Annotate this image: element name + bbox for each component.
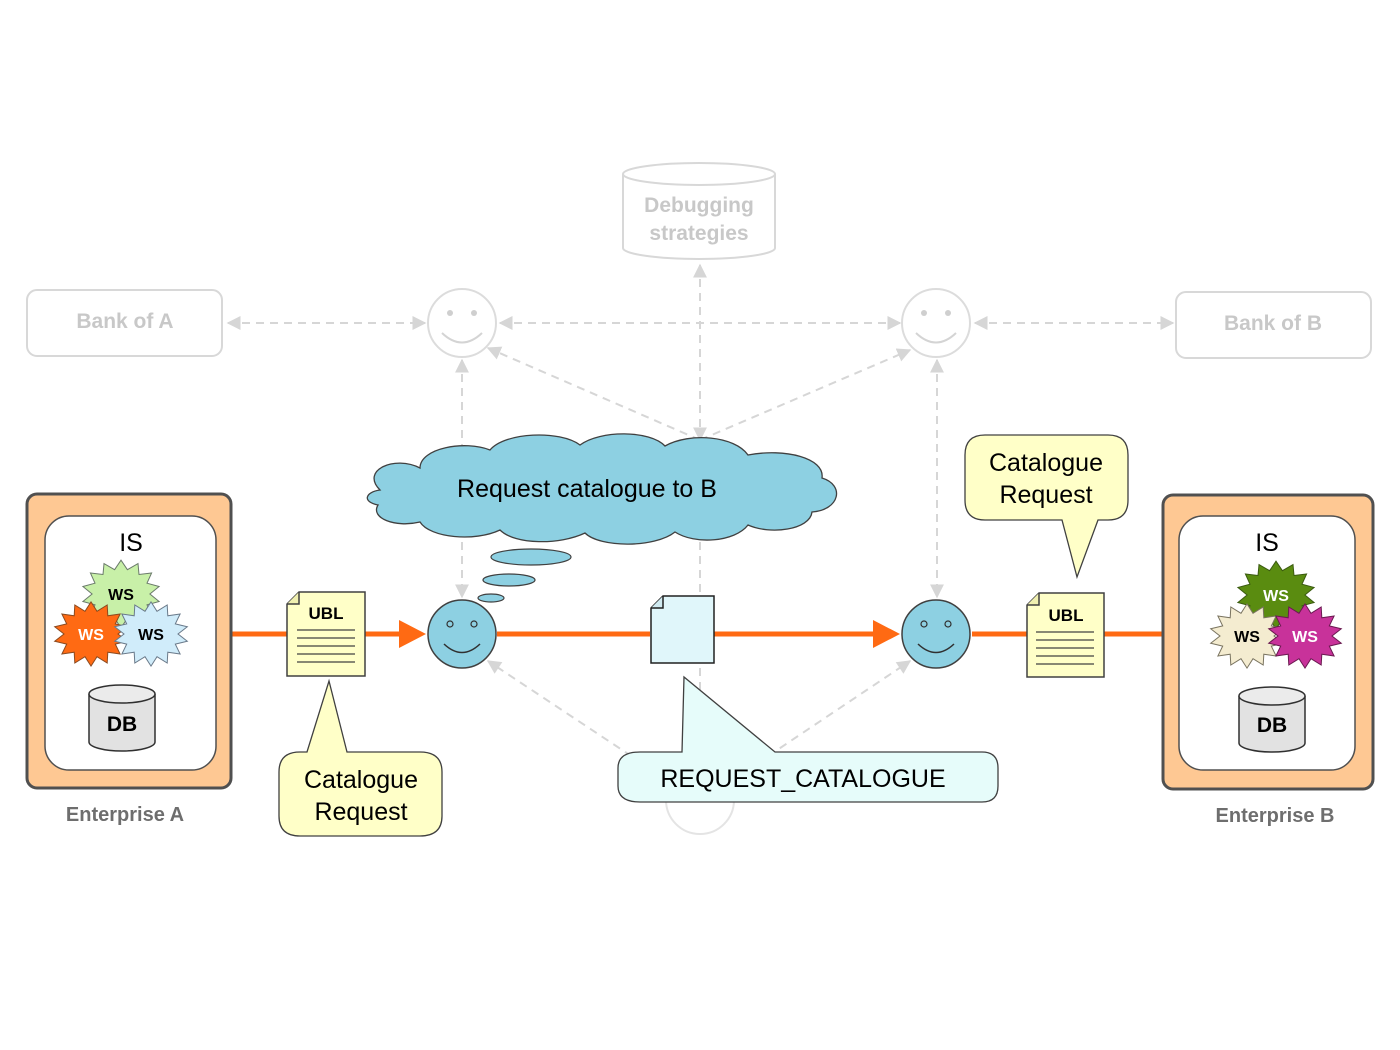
faded-agent-a bbox=[427, 288, 497, 358]
enterprise-a-ws-label-1: WS bbox=[108, 587, 134, 604]
bank-a-box: Bank of A bbox=[26, 289, 223, 357]
enterprise-a-is-label: IS bbox=[119, 529, 143, 557]
enterprise-b-db-label: DB bbox=[1257, 714, 1287, 737]
thought-cloud: Request catalogue to B bbox=[366, 433, 838, 603]
ubl-document-right: UBL bbox=[1026, 592, 1105, 678]
message-callout-text: REQUEST_CATALOGUE bbox=[660, 765, 945, 793]
callout-left-line1: Catalogue bbox=[304, 766, 418, 794]
thought-cloud-text: Request catalogue to B bbox=[457, 475, 717, 503]
enterprise-b-is-label: IS bbox=[1255, 529, 1279, 557]
bank-b-label: Bank of B bbox=[1224, 312, 1322, 335]
bottom-to-agent-a-link bbox=[486, 660, 691, 796]
enterprise-a-ws-blue: WS bbox=[113, 600, 189, 668]
bottom-to-agent-b-link bbox=[709, 660, 912, 796]
center-to-agent-a-link bbox=[486, 346, 701, 441]
callout-right-line2: Request bbox=[999, 481, 1092, 509]
ubl-right-label: UBL bbox=[1049, 606, 1084, 625]
agent-b bbox=[901, 599, 971, 669]
flow-arrowhead-2 bbox=[873, 620, 900, 648]
callout-left: Catalogue Request bbox=[278, 678, 443, 837]
enterprise-a: IS WS WS WS DB Enterprise A bbox=[25, 492, 233, 826]
enterprise-b-caption: Enterprise B bbox=[1216, 805, 1335, 827]
message-document bbox=[650, 595, 715, 664]
bank-b-box: Bank of B bbox=[1175, 291, 1372, 359]
faded-agent-b bbox=[901, 288, 971, 358]
callout-left-line2: Request bbox=[314, 798, 407, 826]
debugging-label-line1: Debugging bbox=[644, 194, 754, 217]
enterprise-a-ws-label-2: WS bbox=[78, 627, 104, 644]
enterprise-a-caption: Enterprise A bbox=[66, 804, 184, 826]
agent-a bbox=[427, 599, 497, 669]
enterprise-b: IS WS WS WS DB Enterprise B bbox=[1161, 493, 1375, 827]
callout-right-line1: Catalogue bbox=[989, 449, 1103, 477]
enterprise-b-ws-label-2: WS bbox=[1234, 629, 1260, 646]
ubl-left-label: UBL bbox=[309, 604, 344, 623]
enterprise-a-ws-label-3: WS bbox=[138, 627, 164, 644]
enterprise-a-ws-orange: WS bbox=[53, 600, 129, 668]
thought-bubble-1 bbox=[490, 548, 572, 566]
bank-a-label: Bank of A bbox=[76, 310, 173, 333]
enterprise-b-ws-label-1: WS bbox=[1263, 588, 1289, 605]
flow-arrowhead-1 bbox=[399, 620, 426, 648]
thought-bubble-2 bbox=[482, 573, 536, 587]
enterprise-b-db: DB bbox=[1238, 686, 1306, 753]
thought-bubble-3 bbox=[477, 593, 505, 603]
enterprise-a-db: DB bbox=[88, 684, 156, 752]
enterprise-b-ws-beige: WS bbox=[1209, 602, 1285, 670]
center-to-agent-b-link bbox=[699, 348, 912, 441]
enterprise-b-ws-magenta: WS bbox=[1267, 602, 1343, 670]
ubl-document-left: UBL bbox=[286, 591, 366, 677]
debugging-label-line2: strategies bbox=[649, 222, 748, 245]
enterprise-a-db-label: DB bbox=[107, 713, 137, 736]
debugging-strategies-store: Debugging strategies bbox=[622, 162, 776, 260]
callout-right: Catalogue Request bbox=[964, 434, 1129, 580]
message-callout: REQUEST_CATALOGUE bbox=[617, 675, 999, 803]
enterprise-b-ws-label-3: WS bbox=[1292, 629, 1318, 646]
